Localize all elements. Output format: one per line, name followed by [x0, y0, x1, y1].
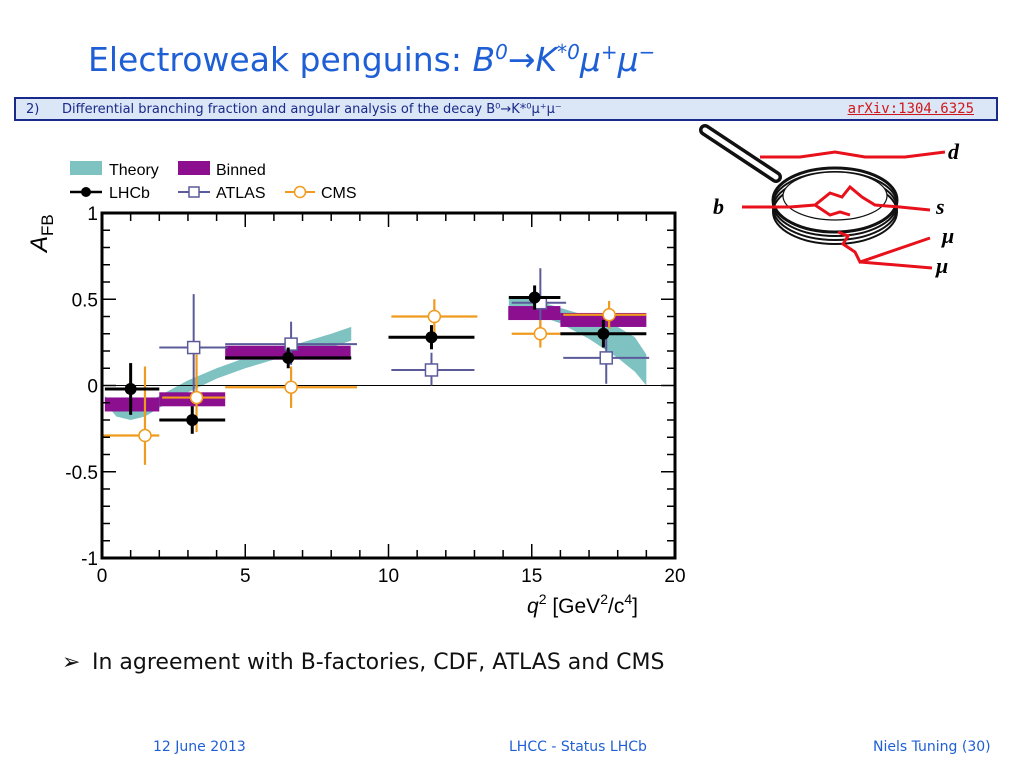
muon-label-1: μ: [941, 223, 954, 248]
x-tick-label: 20: [664, 566, 685, 587]
title-mu2-sup: −: [638, 40, 656, 64]
slide-title: Electroweak penguins: B0→K*0μ+μ−: [88, 40, 655, 79]
quark-d-label: d: [948, 139, 960, 164]
legend-atlas-marker: [188, 186, 200, 198]
lhcb-marker: [282, 351, 295, 364]
title-mu2: μ: [617, 40, 639, 79]
penguin-diagram: d b s μ μ: [699, 124, 960, 278]
title-prefix: Electroweak penguins:: [88, 40, 473, 79]
cms-point: [162, 354, 226, 433]
legend-theory-label: Theory: [109, 162, 159, 179]
lhcb-marker: [425, 331, 438, 344]
cms-point: [563, 300, 647, 329]
lhcb-marker: [597, 327, 610, 340]
plot-area: 0 5 10 15 20 1 0.5 0 -0.5 -1: [65, 204, 685, 587]
lhcb-marker: [124, 382, 137, 395]
quark-b-label: b: [713, 194, 724, 219]
cms-marker: [533, 327, 548, 341]
arxiv-link[interactable]: arXiv:1304.6325: [847, 101, 974, 117]
x-tick-label: 5: [240, 566, 251, 587]
muon-label-2: μ: [935, 253, 948, 278]
y-tick-label: -0.5: [65, 463, 98, 484]
bullet-text: In agreement with B-factories, CDF, ATLA…: [92, 650, 665, 675]
lhcb-marker: [528, 291, 541, 304]
title-b: B: [472, 40, 496, 79]
y-tick-label: -1: [81, 549, 98, 570]
quark-lines: [742, 150, 946, 270]
legend-cms-marker: [293, 185, 307, 199]
bullet-arrow-icon: ➢: [62, 650, 81, 675]
binned-bar: [508, 306, 561, 321]
cms-marker: [602, 308, 616, 322]
x-axis-title: q2 [GeV2/c4]: [527, 591, 638, 618]
atlas-marker: [186, 340, 201, 355]
legend-lhcb-label: LHCb: [109, 185, 150, 202]
x-tick-label: 0: [97, 566, 108, 587]
y-tick-label: 0.5: [72, 290, 98, 311]
cms-point: [102, 366, 160, 465]
quark-s-label: s: [935, 194, 945, 219]
atlas-point: [159, 294, 229, 396]
footer-page: Niels Tuning (30): [873, 739, 991, 755]
legend-binned-swatch: [178, 161, 210, 175]
lhcb-point: [104, 363, 160, 415]
x-tick-label: 15: [521, 566, 542, 587]
legend-theory-swatch: [70, 161, 102, 175]
bullet-point: ➢ In agreement with B-factories, CDF, ATL…: [62, 650, 664, 675]
lhcb-point: [388, 325, 475, 350]
atlas-marker: [424, 363, 439, 377]
cms-marker: [284, 380, 298, 394]
cms-marker: [427, 309, 442, 324]
legend-lhcb-marker: [81, 187, 91, 197]
footer-center: LHCC - Status LHCb: [509, 739, 647, 755]
cms-point: [225, 366, 357, 408]
lhcb-point: [159, 406, 226, 434]
title-arrow: →: [507, 40, 536, 79]
atlas-point: [563, 332, 650, 384]
magnifying-glass-icon: [699, 124, 899, 245]
reference-number: 2): [26, 102, 40, 117]
cms-point: [511, 319, 567, 348]
atlas-marker: [599, 351, 613, 365]
cms-marker: [189, 390, 204, 405]
reference-text: Differential branching fraction and angu…: [62, 102, 562, 117]
cms-point: [391, 299, 478, 334]
lhcb-marker: [186, 414, 199, 426]
y-tick-label: 1: [87, 204, 98, 225]
legend-cms-label: CMS: [321, 185, 357, 202]
title-k: K: [535, 40, 558, 79]
title-mu1-sup: +: [600, 40, 618, 64]
legend-binned-label: Binned: [216, 162, 266, 179]
legend-atlas-label: ATLAS: [216, 185, 266, 202]
lhcb-point: [508, 285, 561, 310]
reference-bar: 2) Differential branching fraction and a…: [14, 97, 998, 121]
atlas-marker: [284, 337, 298, 351]
title-b-sup: 0: [495, 40, 508, 64]
footer-date: 12 June 2013: [153, 739, 246, 755]
title-mu1: μ: [579, 40, 601, 79]
lhcb-point: [560, 319, 647, 348]
y-tick-label: 0: [87, 377, 98, 398]
lhcb-point: [225, 347, 352, 369]
cms-marker: [138, 428, 152, 443]
y-axis-title: AFB: [26, 214, 57, 254]
atlas-point: [391, 352, 475, 386]
title-k-sup: *0: [557, 40, 580, 64]
chart-legend: Theory Binned LHCb ATLAS CMS: [70, 161, 357, 202]
x-tick-label: 10: [378, 566, 399, 587]
